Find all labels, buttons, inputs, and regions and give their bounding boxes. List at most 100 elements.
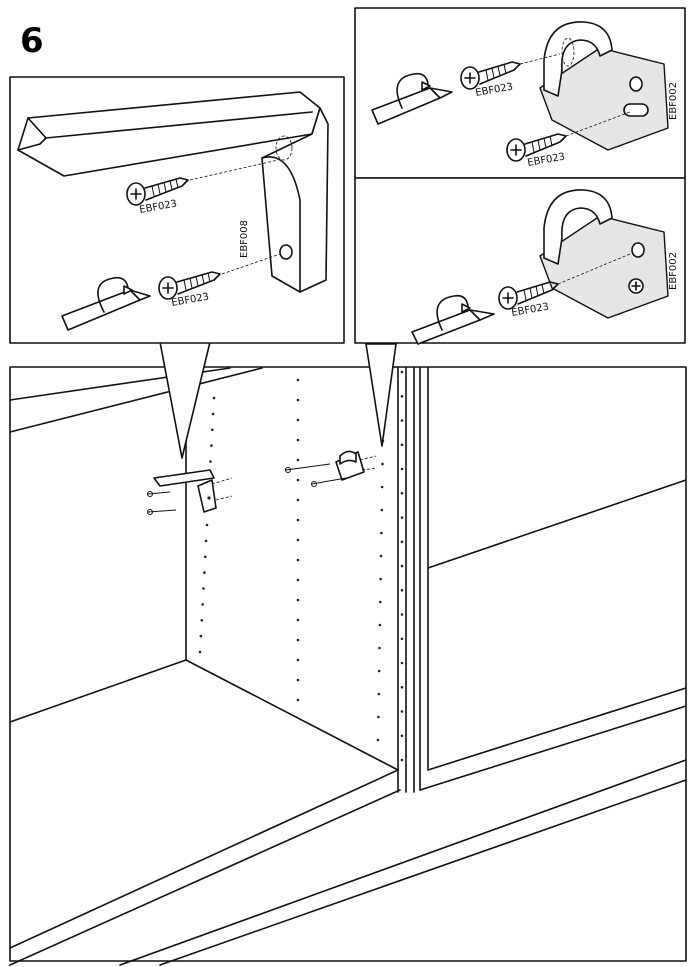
screw-top-right-1 — [460, 53, 561, 90]
shelf-pin-hole — [400, 613, 404, 616]
left-shelf-edge — [9, 659, 187, 723]
shelf-pin-hole — [400, 589, 404, 592]
shelf-pin-hole — [296, 658, 300, 662]
shelf-pin-hole — [212, 396, 216, 400]
detail-panel-rod-bracket: EBF023 EBF023 EBF008 — [9, 76, 345, 344]
step-number: 6 — [20, 21, 44, 61]
rotation-arrow-top-right — [421, 81, 431, 91]
shelf-pin-hole — [381, 462, 384, 466]
scene-frame — [9, 366, 687, 962]
back-panel-bottom-edge — [185, 659, 399, 771]
shelf-pin-hole — [400, 467, 404, 471]
holder-label-bottom: EBF002 — [668, 252, 679, 290]
screw-upper-left — [126, 159, 279, 206]
bracket-plate-bend — [261, 156, 301, 293]
screw-top-right-2 — [506, 111, 631, 162]
shelf-pin-hole — [202, 587, 205, 590]
holder-hidden-hole-top — [561, 37, 575, 67]
shelf-pin-hole — [296, 698, 300, 702]
shelf-pin-hole — [296, 418, 300, 422]
shelf-pin-hole — [400, 710, 404, 713]
bracket-hidden-hole — [275, 135, 293, 161]
shelf-pin-hole — [296, 438, 300, 442]
holder-round-hole-top — [629, 76, 643, 92]
detail-panel-rod-holder-bottom: EBF023 EBF002 — [354, 177, 686, 345]
shelf-pin-hole — [296, 578, 300, 582]
left-top-edge-lower — [9, 367, 263, 433]
shelf-pin-hole — [400, 443, 404, 447]
shelf-pin-hole — [400, 395, 404, 398]
shelf-pin-hole — [205, 523, 209, 527]
shelf-pin-hole — [400, 492, 404, 495]
left-bottom-front — [9, 769, 399, 949]
shelf-pin-hole — [296, 458, 300, 462]
floor-edge-lower — [159, 779, 687, 966]
right-bottom-edge-lower — [419, 705, 687, 791]
shelf-pin-hole — [296, 538, 300, 542]
holder-cup-bottom — [543, 189, 613, 265]
shelf-pin-hole — [377, 692, 381, 696]
shelf-pin-hole — [400, 758, 404, 762]
shelf-pin-hole — [201, 603, 204, 606]
screw-lower-left — [158, 253, 281, 300]
shelf-pin-hole — [380, 485, 384, 489]
holder-label-top: EBF002 — [668, 82, 679, 120]
shelf-pin-hole — [379, 600, 382, 604]
shelf-pin-hole — [199, 634, 203, 638]
shelf-pin-hole — [376, 738, 380, 742]
shelf-pin-hole — [400, 734, 404, 738]
shelf-pin-hole — [296, 398, 300, 402]
shelf-pin-hole — [296, 558, 300, 562]
shelf-pin-hole — [378, 646, 381, 650]
shelf-pin-hole — [400, 516, 404, 519]
right-shelf-edge — [427, 479, 687, 569]
bracket-arm-lip — [17, 137, 47, 151]
shelf-pin-hole — [296, 678, 300, 682]
callout-pointer-right — [365, 343, 397, 447]
right-bottom-edge — [427, 687, 687, 771]
shelf-pin-hole — [400, 564, 404, 568]
shelf-pin-hole — [400, 419, 404, 422]
bracket-screw-hole — [279, 244, 293, 260]
cabinet-scene — [9, 341, 687, 966]
shelf-pin-hole — [209, 460, 212, 463]
shelf-pin-hole — [379, 554, 383, 558]
shelf-pin-hole — [296, 378, 300, 382]
screwdriver-bottom-right — [411, 294, 495, 345]
shelf-pin-hole — [296, 498, 300, 502]
holder-slot-top — [623, 103, 649, 117]
shelf-pin-hole — [210, 444, 213, 447]
shelf-pin-hole — [400, 686, 404, 689]
screw-bottom-right — [498, 253, 631, 310]
detail-panel-rod-holder-top: EBF023 EBF023 EBF002 — [354, 7, 686, 179]
small-rod-bracket — [147, 469, 233, 515]
shelf-pin-hole — [203, 571, 206, 574]
shelf-pin-hole — [380, 531, 383, 535]
rotation-arrow-bottom-right — [461, 303, 471, 313]
shelf-pin-hole — [296, 518, 300, 522]
left-bottom-front-lower — [9, 789, 401, 966]
shelf-pin-hole — [296, 638, 300, 642]
floor-edge — [119, 759, 687, 966]
shelf-pin-hole — [204, 555, 207, 559]
bracket-plate — [261, 107, 329, 293]
shelf-pin-hole — [377, 669, 381, 673]
shelf-pin-hole — [378, 623, 382, 627]
holder-cup-top — [543, 21, 613, 97]
shelf-pin-hole — [296, 478, 300, 482]
shelf-pin-hole — [204, 539, 208, 543]
shelf-pin-hole — [377, 715, 380, 719]
screwdriver-left — [61, 276, 151, 331]
shelf-pin-hole — [379, 577, 382, 581]
shelf-pin-hole — [380, 508, 384, 512]
shelf-pin-hole — [400, 540, 404, 544]
shelf-pin-hole — [211, 428, 214, 432]
shelf-pin-hole — [211, 412, 215, 416]
shelf-pin-hole — [400, 661, 404, 665]
small-rod-holder — [285, 450, 377, 487]
shelf-pin-hole — [400, 370, 404, 374]
rotation-arrow-left — [123, 285, 133, 295]
shelf-pin-holes — [198, 370, 404, 762]
shelf-pin-hole — [400, 637, 404, 641]
